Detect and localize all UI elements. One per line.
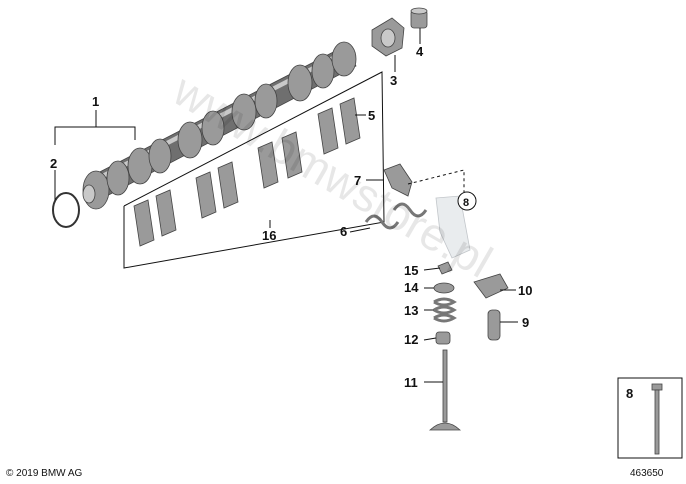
watermark-text: www.bmwstore.pl: [164, 63, 501, 287]
spring-retainer[interactable]: [433, 282, 455, 294]
inset-label: 8: [626, 386, 633, 401]
callout-numbers: 1 2 3 4 5 6 7 9 10 11 12 13 14 15 16 8: [50, 44, 532, 390]
callout-1[interactable]: 1: [92, 94, 99, 109]
callout-6[interactable]: 6: [340, 224, 347, 239]
callout-16[interactable]: 16: [262, 228, 276, 243]
callout-11[interactable]: 11: [404, 375, 418, 390]
o-ring[interactable]: [52, 192, 80, 228]
callout-2[interactable]: 2: [50, 156, 57, 171]
bridge-guide[interactable]: [383, 163, 413, 197]
camshaft-adapter[interactable]: [371, 17, 405, 57]
callout-3[interactable]: 3: [390, 73, 397, 88]
bracket-box-outline: [123, 71, 385, 269]
callout-10[interactable]: 10: [518, 283, 532, 298]
callout-8[interactable]: 8: [463, 197, 469, 209]
dash-link-8: [407, 169, 465, 192]
copyright-text: © 2019 BMW AG: [6, 468, 83, 479]
valve[interactable]: [428, 349, 462, 431]
callout-8-circle[interactable]: [457, 191, 477, 211]
callout-7[interactable]: 7: [354, 173, 361, 188]
camshaft[interactable]: [82, 41, 357, 210]
callout-4[interactable]: 4: [416, 44, 424, 59]
valve-stem-seal[interactable]: [435, 331, 451, 345]
screw-plug[interactable]: [410, 7, 428, 29]
callout-9[interactable]: 9: [522, 315, 529, 330]
callout-15[interactable]: 15: [404, 263, 418, 278]
bearing-brackets[interactable]: [133, 97, 361, 247]
bolt-icon[interactable]: [651, 383, 663, 455]
callout-13[interactable]: 13: [404, 303, 418, 318]
valve-keepers[interactable]: [437, 261, 453, 275]
callout-12[interactable]: 12: [404, 332, 418, 347]
hydraulic-lifter[interactable]: [487, 309, 501, 341]
callout-14[interactable]: 14: [404, 280, 419, 295]
valve-spring[interactable]: [433, 297, 457, 323]
callout-5[interactable]: 5: [368, 108, 375, 123]
inset-box: 8: [617, 377, 683, 459]
diagram-number: 463650: [630, 468, 664, 479]
roller-rocker-arm[interactable]: [473, 273, 509, 299]
torsion-springs[interactable]: [364, 202, 428, 230]
leader-lines: [54, 28, 518, 383]
ghost-component: [435, 195, 471, 259]
